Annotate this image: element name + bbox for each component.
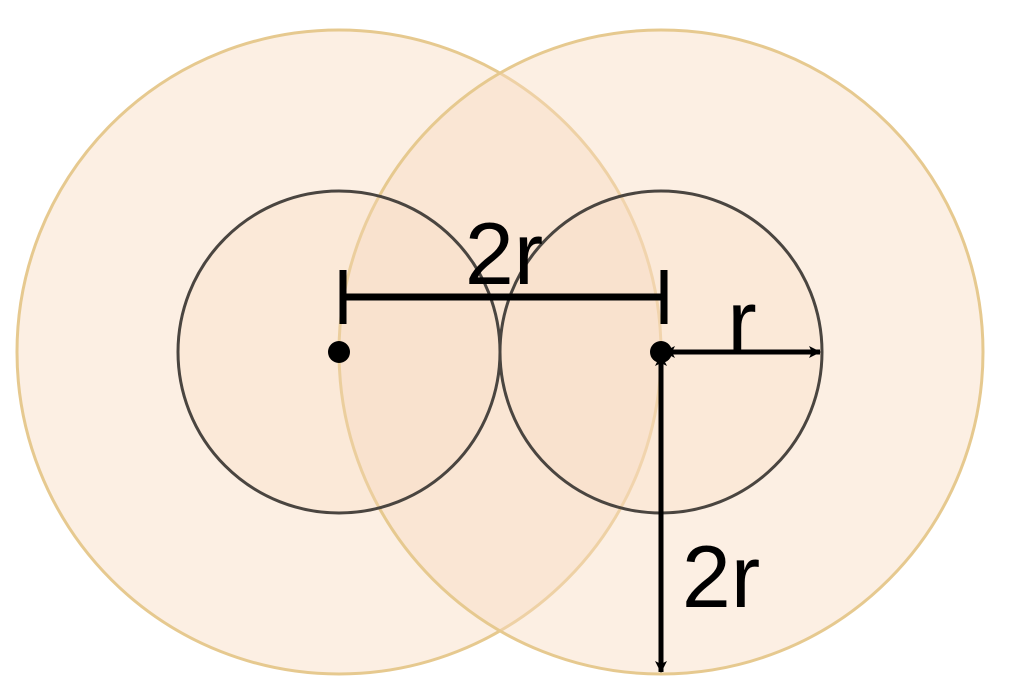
center-distance-dimension: [339, 270, 668, 324]
outer-radius-label: 2r: [682, 527, 760, 626]
center-distance-label: 2r: [465, 204, 543, 303]
center-point-left: [328, 341, 350, 363]
inner-radius-label: r: [727, 272, 756, 371]
